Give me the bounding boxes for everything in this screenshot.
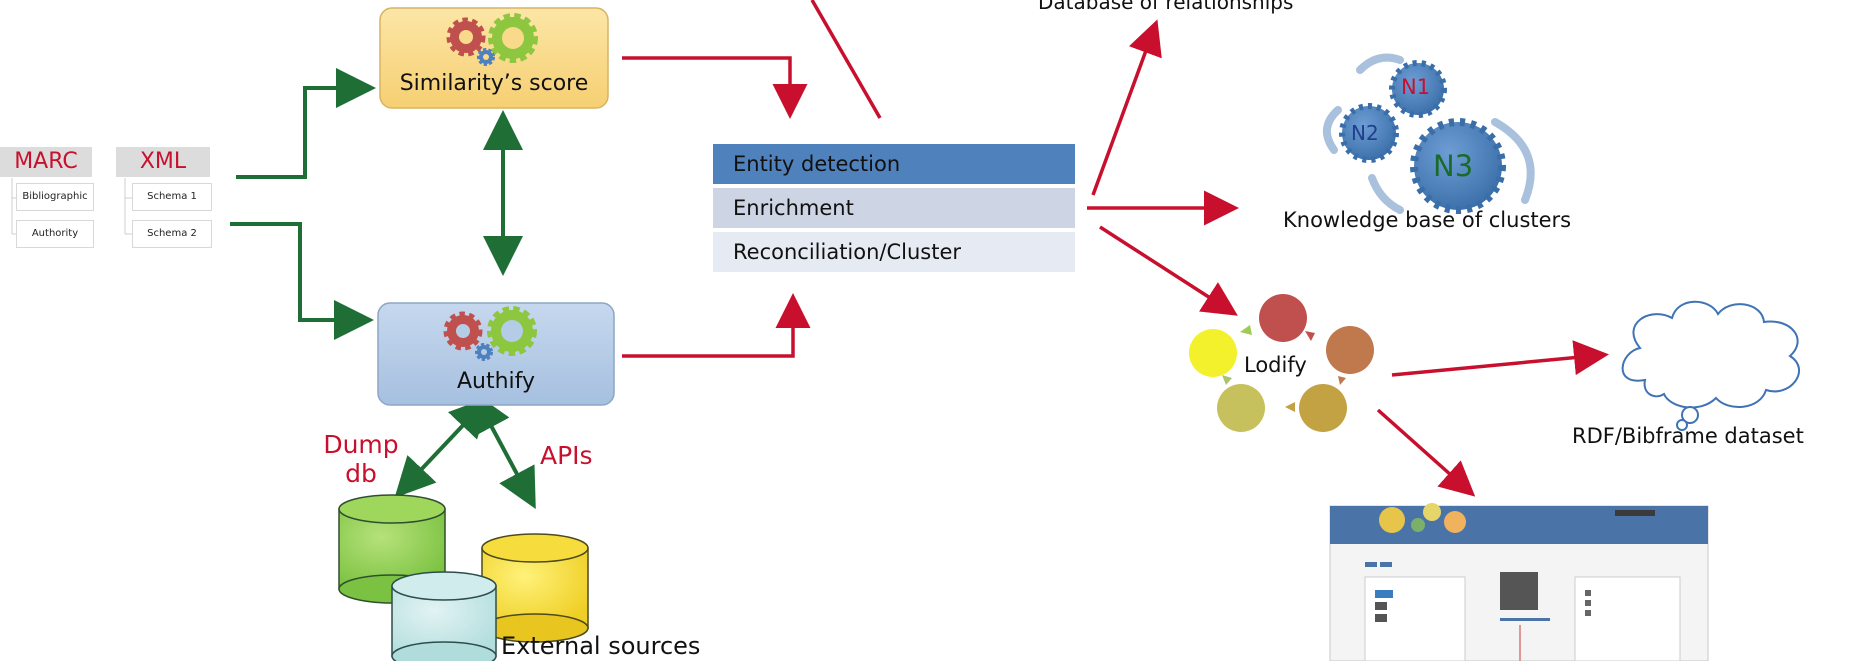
authify-box: [377, 302, 615, 406]
external-sources-label: External sources: [501, 632, 701, 660]
database-icon: [391, 571, 497, 661]
lodify-label: Lodify: [1244, 353, 1307, 377]
marc-authority: Authority: [16, 220, 94, 248]
marc-header: MARC: [0, 147, 92, 177]
xml-schema-2: Schema 2: [132, 220, 212, 248]
portal-screenshot: [1329, 503, 1709, 661]
pipeline-step-reconciliation: Reconciliation/Cluster: [713, 232, 1075, 272]
arrow-to-rdf: [1391, 340, 1609, 377]
cluster-arcs: [1323, 53, 1535, 214]
gears-icon: [446, 13, 538, 66]
rdf-label: RDF/Bibframe dataset: [1572, 424, 1804, 448]
arrow-similarity-to-pipeline: [622, 56, 808, 119]
cluster-label-n3: N3: [1433, 149, 1474, 183]
arrow-authify-dump: [394, 396, 490, 498]
green-arrows: [230, 68, 536, 510]
arrow-to-lodify: [1099, 225, 1238, 316]
cluster-node: [1339, 103, 1399, 163]
arrow-authify-apis: [472, 391, 536, 510]
lodify-cycle: [1189, 294, 1374, 432]
database-label: Database of relationships: [1038, 0, 1294, 14]
knowledge-base-label: Knowledge base of clusters: [1283, 208, 1572, 232]
cluster-node: [1410, 118, 1506, 214]
marc-bibliographic: Bibliographic: [16, 183, 94, 211]
source-tree-lines: [11, 178, 132, 235]
xml-schema-1: Schema 1: [132, 183, 212, 211]
arrow-to-authify: [230, 222, 374, 340]
arrow-to-database: [1091, 19, 1162, 196]
xml-header: XML: [116, 147, 210, 177]
cluster-node: [1389, 60, 1447, 118]
pipeline-step-entity-detection: Entity detection: [713, 144, 1075, 184]
authify-label: Authify: [456, 369, 536, 394]
arrow-to-similarity: [236, 68, 376, 179]
dump-db-label: Dump db: [323, 430, 399, 488]
arrow-authify-to-pipeline: [622, 293, 811, 358]
apis-label: APIs: [540, 441, 593, 470]
arrow-to-portal: [1376, 408, 1476, 497]
gears-icon: [443, 306, 537, 361]
similarity-label: Similarity’s score: [399, 71, 589, 96]
cluster-label-n1: N1: [1401, 75, 1431, 99]
red-arrows: [622, 0, 1609, 497]
arrow-top-diagonal: [810, 0, 882, 119]
pipeline-step-enrichment: Enrichment: [713, 188, 1075, 228]
cloud-icon: [1621, 300, 1801, 431]
database-icon: [481, 533, 589, 643]
cluster-label-n2: N2: [1351, 121, 1379, 145]
